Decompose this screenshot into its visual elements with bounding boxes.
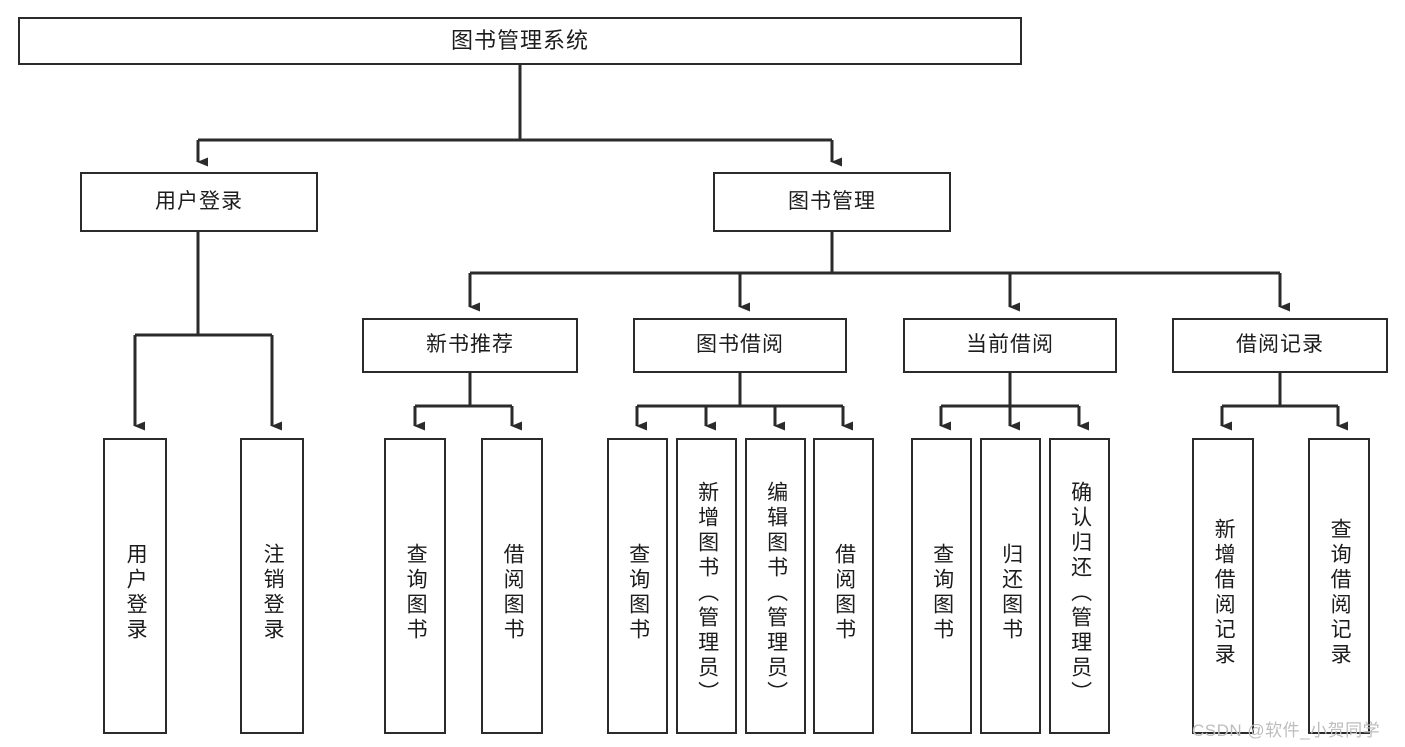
node-label: 新增图书（管理员） bbox=[695, 480, 719, 706]
leaf-new-book-borrow[interactable]: 借阅图书 bbox=[481, 438, 543, 734]
leaf-book-borrow-edit[interactable]: 编辑图书（管理员） bbox=[745, 438, 806, 734]
leaf-current-borrow-query[interactable]: 查询图书 bbox=[911, 438, 972, 734]
node-new-book-recommend[interactable]: 新书推荐 bbox=[362, 318, 578, 373]
leaf-borrow-record-add[interactable]: 新增借阅记录 bbox=[1192, 438, 1254, 734]
leaf-current-borrow-confirm-return[interactable]: 确认归还（管理员） bbox=[1049, 438, 1110, 734]
leaf-borrow-record-query[interactable]: 查询借阅记录 bbox=[1308, 438, 1370, 734]
node-label: 查询图书 bbox=[404, 543, 428, 643]
node-label: 借阅记录 bbox=[1236, 333, 1324, 357]
leaf-new-book-query[interactable]: 查询图书 bbox=[384, 438, 446, 734]
leaf-book-borrow-query[interactable]: 查询图书 bbox=[607, 438, 668, 734]
leaf-book-borrow-borrow[interactable]: 借阅图书 bbox=[813, 438, 874, 734]
node-label: 确认归还（管理员） bbox=[1068, 480, 1092, 706]
node-label: 查询图书 bbox=[626, 543, 650, 643]
leaf-user-login-login[interactable]: 用户登录 bbox=[103, 438, 167, 734]
node-label: 图书管理系统 bbox=[450, 28, 589, 54]
node-label: 借阅图书 bbox=[832, 543, 856, 643]
node-label: 图书借阅 bbox=[696, 333, 784, 357]
leaf-book-borrow-add[interactable]: 新增图书（管理员） bbox=[676, 438, 737, 734]
watermark-text: CSDN @软件_小贺同学 bbox=[1192, 721, 1381, 740]
node-label: 查询借阅记录 bbox=[1328, 518, 1352, 668]
node-borrow-record[interactable]: 借阅记录 bbox=[1172, 318, 1388, 373]
leaf-current-borrow-return[interactable]: 归还图书 bbox=[980, 438, 1041, 734]
node-label: 新增借阅记录 bbox=[1212, 518, 1236, 668]
node-label: 归还图书 bbox=[999, 543, 1023, 643]
node-label: 查询图书 bbox=[930, 543, 954, 643]
node-label: 编辑图书（管理员） bbox=[764, 480, 788, 706]
node-root-system[interactable]: 图书管理系统 bbox=[18, 17, 1022, 65]
leaf-user-login-logout[interactable]: 注销登录 bbox=[240, 438, 304, 734]
node-book-management[interactable]: 图书管理 bbox=[713, 172, 951, 232]
node-label: 用户登录 bbox=[155, 189, 243, 213]
node-book-borrow[interactable]: 图书借阅 bbox=[633, 318, 847, 373]
node-current-borrow[interactable]: 当前借阅 bbox=[903, 318, 1117, 373]
node-label: 用户登录 bbox=[124, 543, 148, 643]
node-label: 新书推荐 bbox=[426, 333, 514, 357]
node-label: 图书管理 bbox=[788, 189, 876, 213]
node-user-login[interactable]: 用户登录 bbox=[80, 172, 318, 232]
node-label: 注销登录 bbox=[261, 543, 285, 643]
node-label: 当前借阅 bbox=[966, 333, 1054, 357]
node-label: 借阅图书 bbox=[501, 543, 525, 643]
